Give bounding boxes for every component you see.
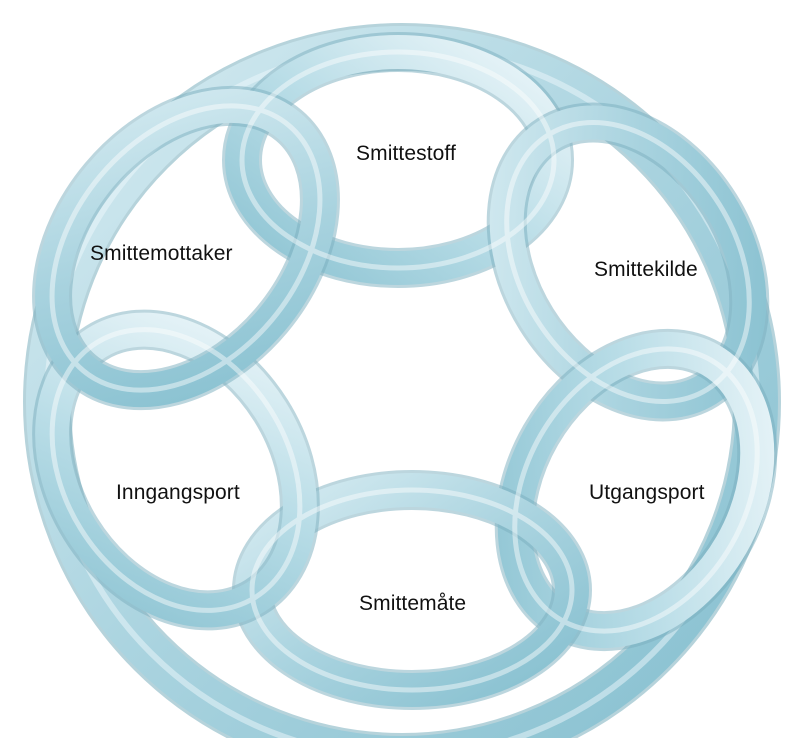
label-smittekilde: Smittekilde (594, 258, 698, 282)
label-smittestoff: Smittestoff (356, 142, 456, 166)
label-smittemottaker: Smittemottaker (90, 242, 233, 266)
label-utgangsport: Utgangsport (589, 481, 705, 505)
label-smittemate: Smittemåte (359, 592, 466, 616)
label-inngangsport: Inngangsport (116, 481, 240, 505)
